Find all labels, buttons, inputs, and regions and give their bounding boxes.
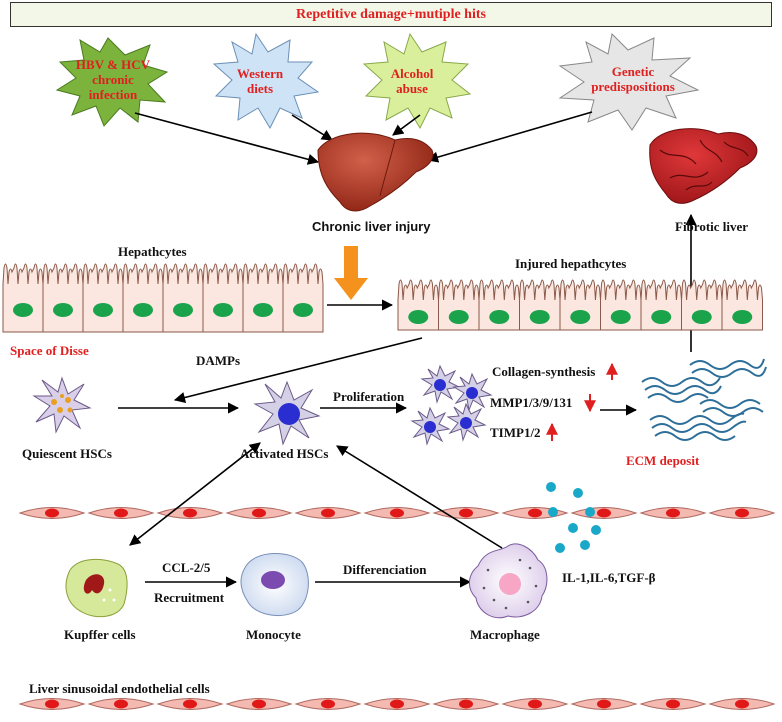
monocyte-cell <box>240 552 309 617</box>
hepatocyte-cell <box>162 263 204 333</box>
proliferating-hsc <box>410 406 451 446</box>
space-of-disse-label: Space of Disse <box>10 343 89 358</box>
arrow-genetic-to-liver <box>426 111 593 163</box>
endothelial-cell <box>363 698 431 710</box>
macrophage-cell <box>469 543 548 619</box>
endothelial-cell <box>225 698 293 710</box>
proliferating-hsc <box>452 372 493 412</box>
arrow-macrophage-to-activated <box>336 445 503 549</box>
chronic-liver-injury-label: Chronic liver injury <box>312 219 431 234</box>
western-diets-star <box>212 32 320 130</box>
hbv-hcv-star <box>55 37 169 127</box>
hepatocyte-layer <box>2 263 324 333</box>
factor-hbv-hcv-label: HBV & HCV chronic infection <box>75 57 151 102</box>
factor-alcohol-abuse-label: Alcohol abuse <box>390 66 434 96</box>
quiescent-hsc-cell <box>32 376 92 434</box>
factor-western-diets-label: Western diets <box>236 66 284 96</box>
endothelial-cell <box>294 507 362 519</box>
endothelial-cell <box>363 507 431 519</box>
endothelial-cell <box>225 507 293 519</box>
endothelial-cell <box>708 698 776 710</box>
endothelial-cell <box>570 507 638 519</box>
activated-hscs-label: Activated HSCs <box>240 446 329 461</box>
hepatocyte-cell <box>397 279 439 331</box>
arrow-damps <box>173 337 423 403</box>
hepatocyte-cell <box>282 263 324 333</box>
proliferating-hsc <box>446 402 487 442</box>
endothelial-cell <box>432 698 500 710</box>
activated-hsc-cell <box>253 380 321 446</box>
hepatocyte-cell <box>681 279 723 331</box>
hepatocyte-cell <box>559 279 601 331</box>
hepatocyte-cell <box>42 263 84 333</box>
macrophage-label: Macrophage <box>470 627 540 642</box>
genetic-predispositions-star <box>558 32 700 131</box>
endothelial-cell <box>501 698 569 710</box>
orange-down-arrow <box>334 246 368 300</box>
arrow-hbv-to-liver <box>134 112 320 165</box>
endothelial-cell <box>156 507 224 519</box>
endothelial-cell <box>87 507 155 519</box>
proliferating-hsc <box>420 364 461 404</box>
kupffer-cell <box>65 559 128 618</box>
hepatocyte-cell <box>202 263 244 333</box>
hepatocyte-cell <box>242 263 284 333</box>
hepatocyte-cell <box>478 279 520 331</box>
arrow-diets-to-liver <box>291 114 333 141</box>
arrow-kupffer-activated <box>129 442 261 546</box>
endothelial-cell <box>18 507 86 519</box>
ecm-fibers <box>641 358 767 441</box>
hepatocyte-cell <box>519 279 561 331</box>
timp-label: TIMP1/2 <box>490 425 541 440</box>
arrow-alcohol-to-liver <box>392 114 421 136</box>
differenciation-label: Differenciation <box>343 562 427 577</box>
endothelial-cell <box>18 698 86 710</box>
fibrotic-liver-label: Fibrotic liver <box>675 219 749 234</box>
hepatocyte-cell <box>2 263 44 333</box>
endothelial-cell <box>570 698 638 710</box>
kupffer-cells-label: Kupffer cells <box>64 627 136 642</box>
quiescent-hscs-label: Quiescent HSCs <box>22 446 112 461</box>
cytokine-dots <box>546 482 601 553</box>
recruitment-label: Recruitment <box>154 590 225 605</box>
endothelial-cell <box>87 698 155 710</box>
injured-hepatocytes-label: Injured hepathcytes <box>515 256 627 271</box>
endothelial-cell <box>708 507 776 519</box>
injured-hepatocyte-layer <box>397 279 763 331</box>
cytokines-label: IL-1,IL-6,TGF-β <box>562 570 656 585</box>
endothelial-cell <box>432 507 500 519</box>
mmp-label: MMP1/3/9/131 <box>490 395 573 410</box>
endothelial-cell <box>639 698 707 710</box>
collagen-synthesis-label: Collagen-synthesis <box>492 364 596 379</box>
ccl-label: CCL-2/5 <box>162 560 211 575</box>
damps-label: DAMPs <box>196 353 241 368</box>
hepatocyte-cell <box>640 279 682 331</box>
hepatocyte-cell <box>82 263 124 333</box>
hepatocyte-cell <box>600 279 642 331</box>
monocyte-label: Monocyte <box>246 627 301 642</box>
ecm-deposit-label: ECM deposit <box>626 453 700 468</box>
endothelial-cell <box>156 698 224 710</box>
banner-title: Repetitive damage+mutiple hits <box>10 2 772 27</box>
endothelial-row-top <box>18 507 776 519</box>
endothelial-cell <box>294 698 362 710</box>
factor-genetic-label: Genetic predispositions <box>591 64 675 94</box>
hepatocyte-cell <box>122 263 164 333</box>
endothelial-row-bottom <box>18 698 776 710</box>
hepatocytes-label: Hepathcytes <box>118 244 187 259</box>
chronic-liver-icon <box>317 132 434 212</box>
fibrotic-liver-icon <box>649 128 758 204</box>
proliferating-hsc-cluster <box>410 364 493 446</box>
lsec-label: Liver sinusoidal endothelial cells <box>29 681 210 696</box>
alcohol-abuse-star <box>362 32 472 130</box>
hepatocyte-cell <box>721 279 763 331</box>
endothelial-cell <box>639 507 707 519</box>
hepatocyte-cell <box>438 279 480 331</box>
proliferation-label: Proliferation <box>333 389 405 404</box>
